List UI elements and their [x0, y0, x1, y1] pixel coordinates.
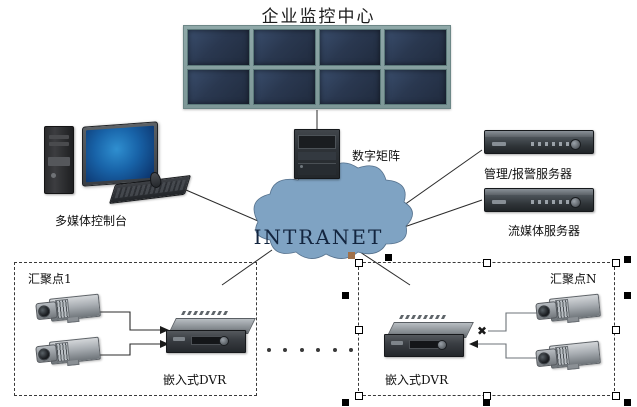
cross-mark-icon: ✖ [476, 324, 488, 338]
video-wall[interactable] [183, 25, 451, 109]
group-handle-left[interactable] [342, 292, 349, 299]
aggregation-zone-n-label: 汇聚点N [550, 272, 597, 286]
cloud-marker [348, 252, 355, 259]
ellipsis-dot [299, 348, 304, 352]
zone-left-camera-wiring [100, 311, 160, 356]
arrow-right-1 [469, 340, 478, 348]
ellipsis-dot [348, 348, 353, 352]
video-wall-screen [318, 29, 382, 66]
group-handle-bottom-center[interactable] [483, 399, 490, 406]
ellipsis-dot [332, 348, 337, 352]
link-console-cloud [185, 189, 259, 222]
management-alarm-server[interactable] [484, 130, 594, 154]
selection-handle-tr[interactable] [612, 259, 620, 267]
embedded-dvr[interactable] [166, 311, 256, 353]
embedded-dvr-label: 嵌入式DVR [163, 373, 227, 387]
page-title: 企业监控中心 [261, 7, 376, 27]
video-wall-screen [187, 29, 250, 66]
selection-handle-ml[interactable] [355, 326, 363, 334]
group-handle-right-mid[interactable] [624, 292, 631, 299]
selection-handle-br[interactable] [612, 392, 620, 400]
selection-handle-tc[interactable] [483, 259, 491, 267]
ellipsis-dot [316, 348, 321, 352]
monitor-screen [86, 125, 154, 183]
video-wall-screen [252, 29, 316, 66]
aggregation-zone-1[interactable] [14, 262, 257, 396]
zone-right-camera-wiring [478, 312, 540, 359]
intranet-label: INTRANET [253, 225, 384, 249]
arrow-left-1 [160, 326, 169, 334]
selection-handle-tl[interactable] [355, 259, 363, 267]
lcd-monitor[interactable] [82, 121, 158, 187]
group-handle-right-top[interactable] [624, 256, 631, 263]
digital-matrix-device[interactable] [294, 129, 340, 179]
streaming-media-server-label: 流媒体服务器 [508, 224, 581, 238]
group-handle-top[interactable] [385, 254, 392, 261]
video-wall-screen [318, 68, 382, 105]
video-wall-screen [252, 68, 316, 105]
embedded-dvr-label: 嵌入式DVR [385, 373, 449, 387]
video-wall-screen [384, 68, 447, 105]
group-handle-bottom-right[interactable] [624, 399, 631, 406]
video-wall-screen [384, 29, 447, 66]
streaming-media-server[interactable] [484, 188, 594, 212]
aggregation-zone-1-label: 汇聚点1 [28, 272, 72, 286]
ellipsis-dot [283, 348, 288, 352]
video-wall-screen [187, 68, 250, 105]
console-label: 多媒体控制台 [55, 214, 128, 228]
digital-matrix-label: 数字矩阵 [352, 149, 401, 163]
link-cloud-zone-left [221, 249, 273, 286]
link-cloud-zone-right [359, 251, 411, 286]
pc-tower[interactable] [44, 126, 74, 194]
selection-handle-mr[interactable] [612, 326, 620, 334]
group-handle-bottom-left[interactable] [342, 399, 349, 406]
arrow-left-2 [160, 340, 169, 348]
ellipsis-dot [267, 348, 271, 352]
selection-handle-bl[interactable] [355, 392, 363, 400]
ellipsis-separator [267, 348, 353, 352]
embedded-dvr[interactable] [384, 315, 474, 357]
management-alarm-server-label: 管理/报警服务器 [484, 167, 573, 181]
